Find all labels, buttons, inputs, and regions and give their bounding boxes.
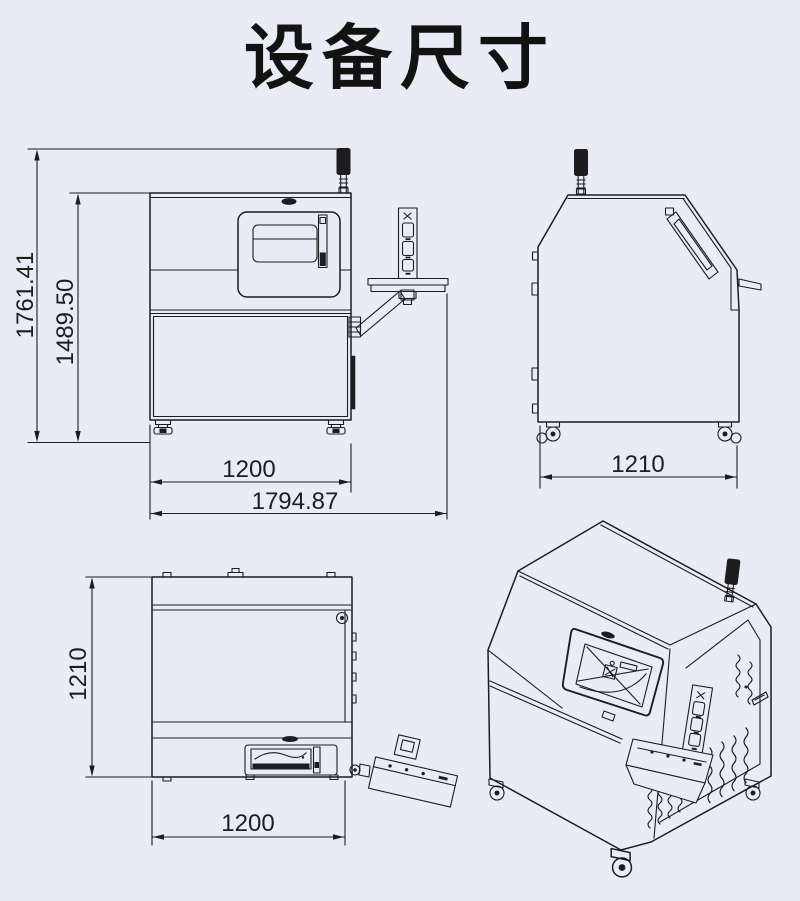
dim-body-width: 1200 xyxy=(149,424,352,520)
caster-icon xyxy=(326,419,346,435)
caster-icon xyxy=(744,778,761,801)
monitor-arm-top xyxy=(349,734,459,808)
signal-tower-icon xyxy=(721,557,742,603)
dim-total-width: 1794.87 xyxy=(150,293,448,520)
dim-label-body-width: 1200 xyxy=(222,456,275,483)
dim-label-total-width: 1794.87 xyxy=(252,488,339,515)
front-door xyxy=(237,211,341,298)
dim-top-depth: 1210 xyxy=(65,576,153,778)
keyboard-tray xyxy=(367,277,449,306)
dim-total-height: 1761.41 xyxy=(12,148,339,444)
dim-label-top-width: 1200 xyxy=(221,810,274,837)
iso-keyboard-tray xyxy=(625,738,714,804)
page-title: 设备尺寸 xyxy=(244,19,556,97)
dim-side-depth: 1210 xyxy=(539,425,738,489)
monitor-arm xyxy=(355,207,449,337)
caster-icon xyxy=(717,421,742,444)
viewing-window xyxy=(252,224,318,263)
keyboard-tray-top xyxy=(367,756,459,808)
window-handle xyxy=(619,661,638,672)
dim-label-body-height: 1489.50 xyxy=(52,279,79,366)
isometric-view xyxy=(487,520,772,878)
side-view: 1210 xyxy=(531,148,762,489)
dim-label-side-depth: 1210 xyxy=(611,451,664,478)
side-window xyxy=(664,207,719,280)
brand-plate xyxy=(601,631,615,639)
signal-tower-icon xyxy=(573,148,589,195)
side-panel-handle xyxy=(744,685,769,706)
brand-plate xyxy=(281,198,297,205)
top-door xyxy=(162,744,339,782)
front-view: 1761.41 1489.50 1200 1794.87 xyxy=(12,147,449,520)
caster-icon xyxy=(536,421,561,444)
signal-tower-icon xyxy=(335,147,352,194)
signal-tower-top xyxy=(335,611,349,625)
x-icon xyxy=(403,212,412,220)
top-view: 1210 1200 xyxy=(65,567,459,846)
caster-icon xyxy=(610,847,633,878)
top-machine xyxy=(151,567,459,808)
front-machine xyxy=(149,147,362,435)
side-handle xyxy=(738,278,762,291)
dim-body-height: 1489.50 xyxy=(52,192,151,442)
caster-icon xyxy=(153,419,173,435)
dim-label-top-depth: 1210 xyxy=(65,647,92,700)
iso-machine xyxy=(487,520,772,878)
control-panel xyxy=(397,207,418,280)
iso-window xyxy=(561,627,665,722)
brand-plate xyxy=(282,736,298,742)
dim-top-width: 1200 xyxy=(151,780,346,846)
dim-label-total-height: 1761.41 xyxy=(12,252,39,339)
door-handle xyxy=(317,214,328,269)
side-machine xyxy=(531,148,762,444)
